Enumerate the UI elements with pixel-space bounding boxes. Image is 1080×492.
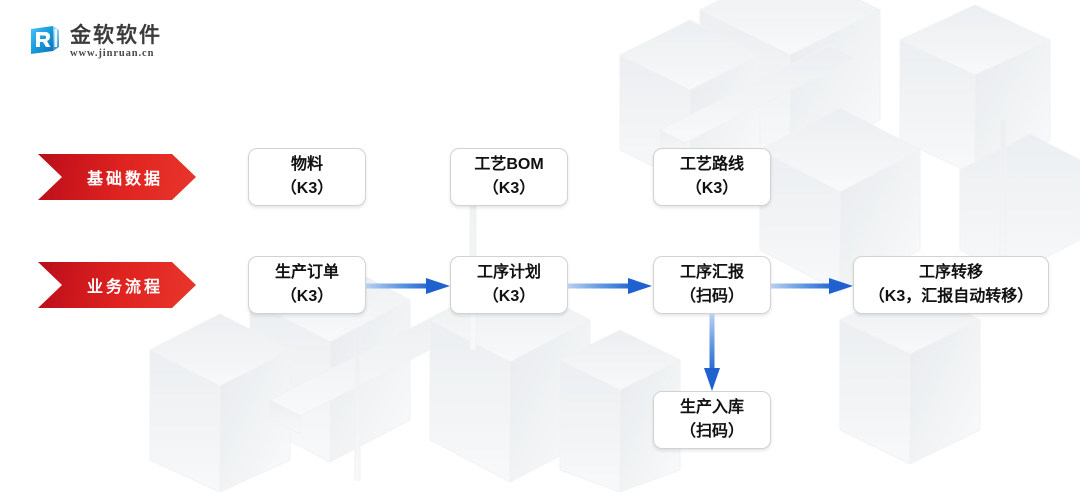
node-process-transfer[interactable]: 工序转移 （K3，汇报自动转移） [853,256,1049,314]
node-process-report-line1: 工序汇报 [679,264,744,281]
banner-business-flow: 业务流程 [38,262,196,308]
banner-business-flow-label: 业务流程 [86,279,163,296]
node-process-bom[interactable]: 工艺BOM （K3） [450,148,568,206]
node-production-order[interactable]: 生产订单 （K3） [248,256,366,314]
brand-url: www.jinruan.cn [70,48,155,59]
node-process-route-line2: （K3） [685,180,739,197]
node-process-plan-line2: （K3） [482,288,536,305]
node-process-bom-line2: （K3） [482,180,536,197]
node-process-route-line1: 工艺路线 [679,156,744,173]
banner-basic-data-label: 基础数据 [86,171,163,188]
node-process-transfer-line1: 工序转移 [918,264,983,281]
brand-logo: 金软软件 www.jinruan.cn [28,24,162,60]
node-material[interactable]: 物料 （K3） [248,148,366,206]
brand-name: 金软软件 [70,24,162,47]
node-production-order-line2: （K3） [280,288,334,305]
arrow-order-to-plan [366,278,450,294]
arrow-plan-to-report [568,278,652,294]
r-square-logo-icon [31,26,59,54]
node-production-order-line1: 生产订单 [274,264,339,281]
node-process-route[interactable]: 工艺路线 （K3） [653,148,771,206]
arrow-report-to-stock-in [704,314,720,391]
node-process-report[interactable]: 工序汇报 （扫码） [653,256,771,314]
node-process-bom-line1: 工艺BOM [474,156,544,173]
arrow-report-to-transfer [771,278,853,294]
node-process-plan[interactable]: 工序计划 （K3） [450,256,568,314]
banner-basic-data: 基础数据 [38,154,196,200]
node-process-plan-line1: 工序计划 [476,264,541,281]
node-production-stock-in[interactable]: 生产入库 （扫码） [653,391,771,449]
node-material-line2: （K3） [280,180,334,197]
node-process-transfer-line2: （K3，汇报自动转移） [868,288,1034,305]
node-production-stock-in-line1: 生产入库 [679,399,744,416]
node-production-stock-in-line2: （扫码） [679,423,744,440]
node-material-line1: 物料 [290,156,323,173]
node-process-report-line2: （扫码） [679,288,744,305]
